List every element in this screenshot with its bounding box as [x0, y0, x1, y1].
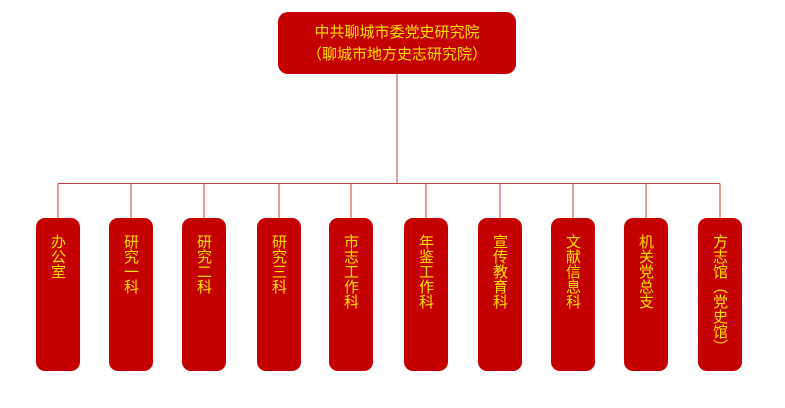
child-label: 年鉴工作科 [417, 234, 435, 309]
child-label: 研究三科 [270, 234, 288, 294]
child-node-city-gazetteer: 市志工作科 [329, 218, 373, 371]
child-node-yearbook: 年鉴工作科 [404, 218, 448, 371]
child-label: 研究一科 [122, 234, 140, 294]
child-node-publicity: 宣传教育科 [478, 218, 522, 371]
child-label: 文献信息科 [564, 234, 582, 309]
child-node-documents: 文献信息科 [551, 218, 595, 371]
child-label: 宣传教育科 [491, 234, 509, 309]
child-label: 办公室 [49, 234, 67, 279]
root-node: 中共聊城市委党史研究院 （聊城市地方史志研究院） [278, 12, 516, 74]
root-subtitle: （聊城市地方史志研究院） [306, 45, 487, 63]
child-node-museum: 方志馆（党史馆） [698, 218, 742, 371]
child-label: 市志工作科 [342, 234, 360, 309]
child-node-research-3: 研究三科 [257, 218, 301, 371]
child-node-office: 办公室 [36, 218, 80, 371]
child-node-party-branch: 机关党总支 [624, 218, 668, 371]
child-node-research-2: 研究二科 [182, 218, 226, 371]
root-title: 中共聊城市委党史研究院 [314, 23, 480, 41]
child-label: 机关党总支 [637, 234, 655, 309]
child-label: 研究二科 [195, 234, 213, 294]
child-label: 方志馆（党史馆） [711, 234, 729, 354]
child-node-research-1: 研究一科 [109, 218, 153, 371]
